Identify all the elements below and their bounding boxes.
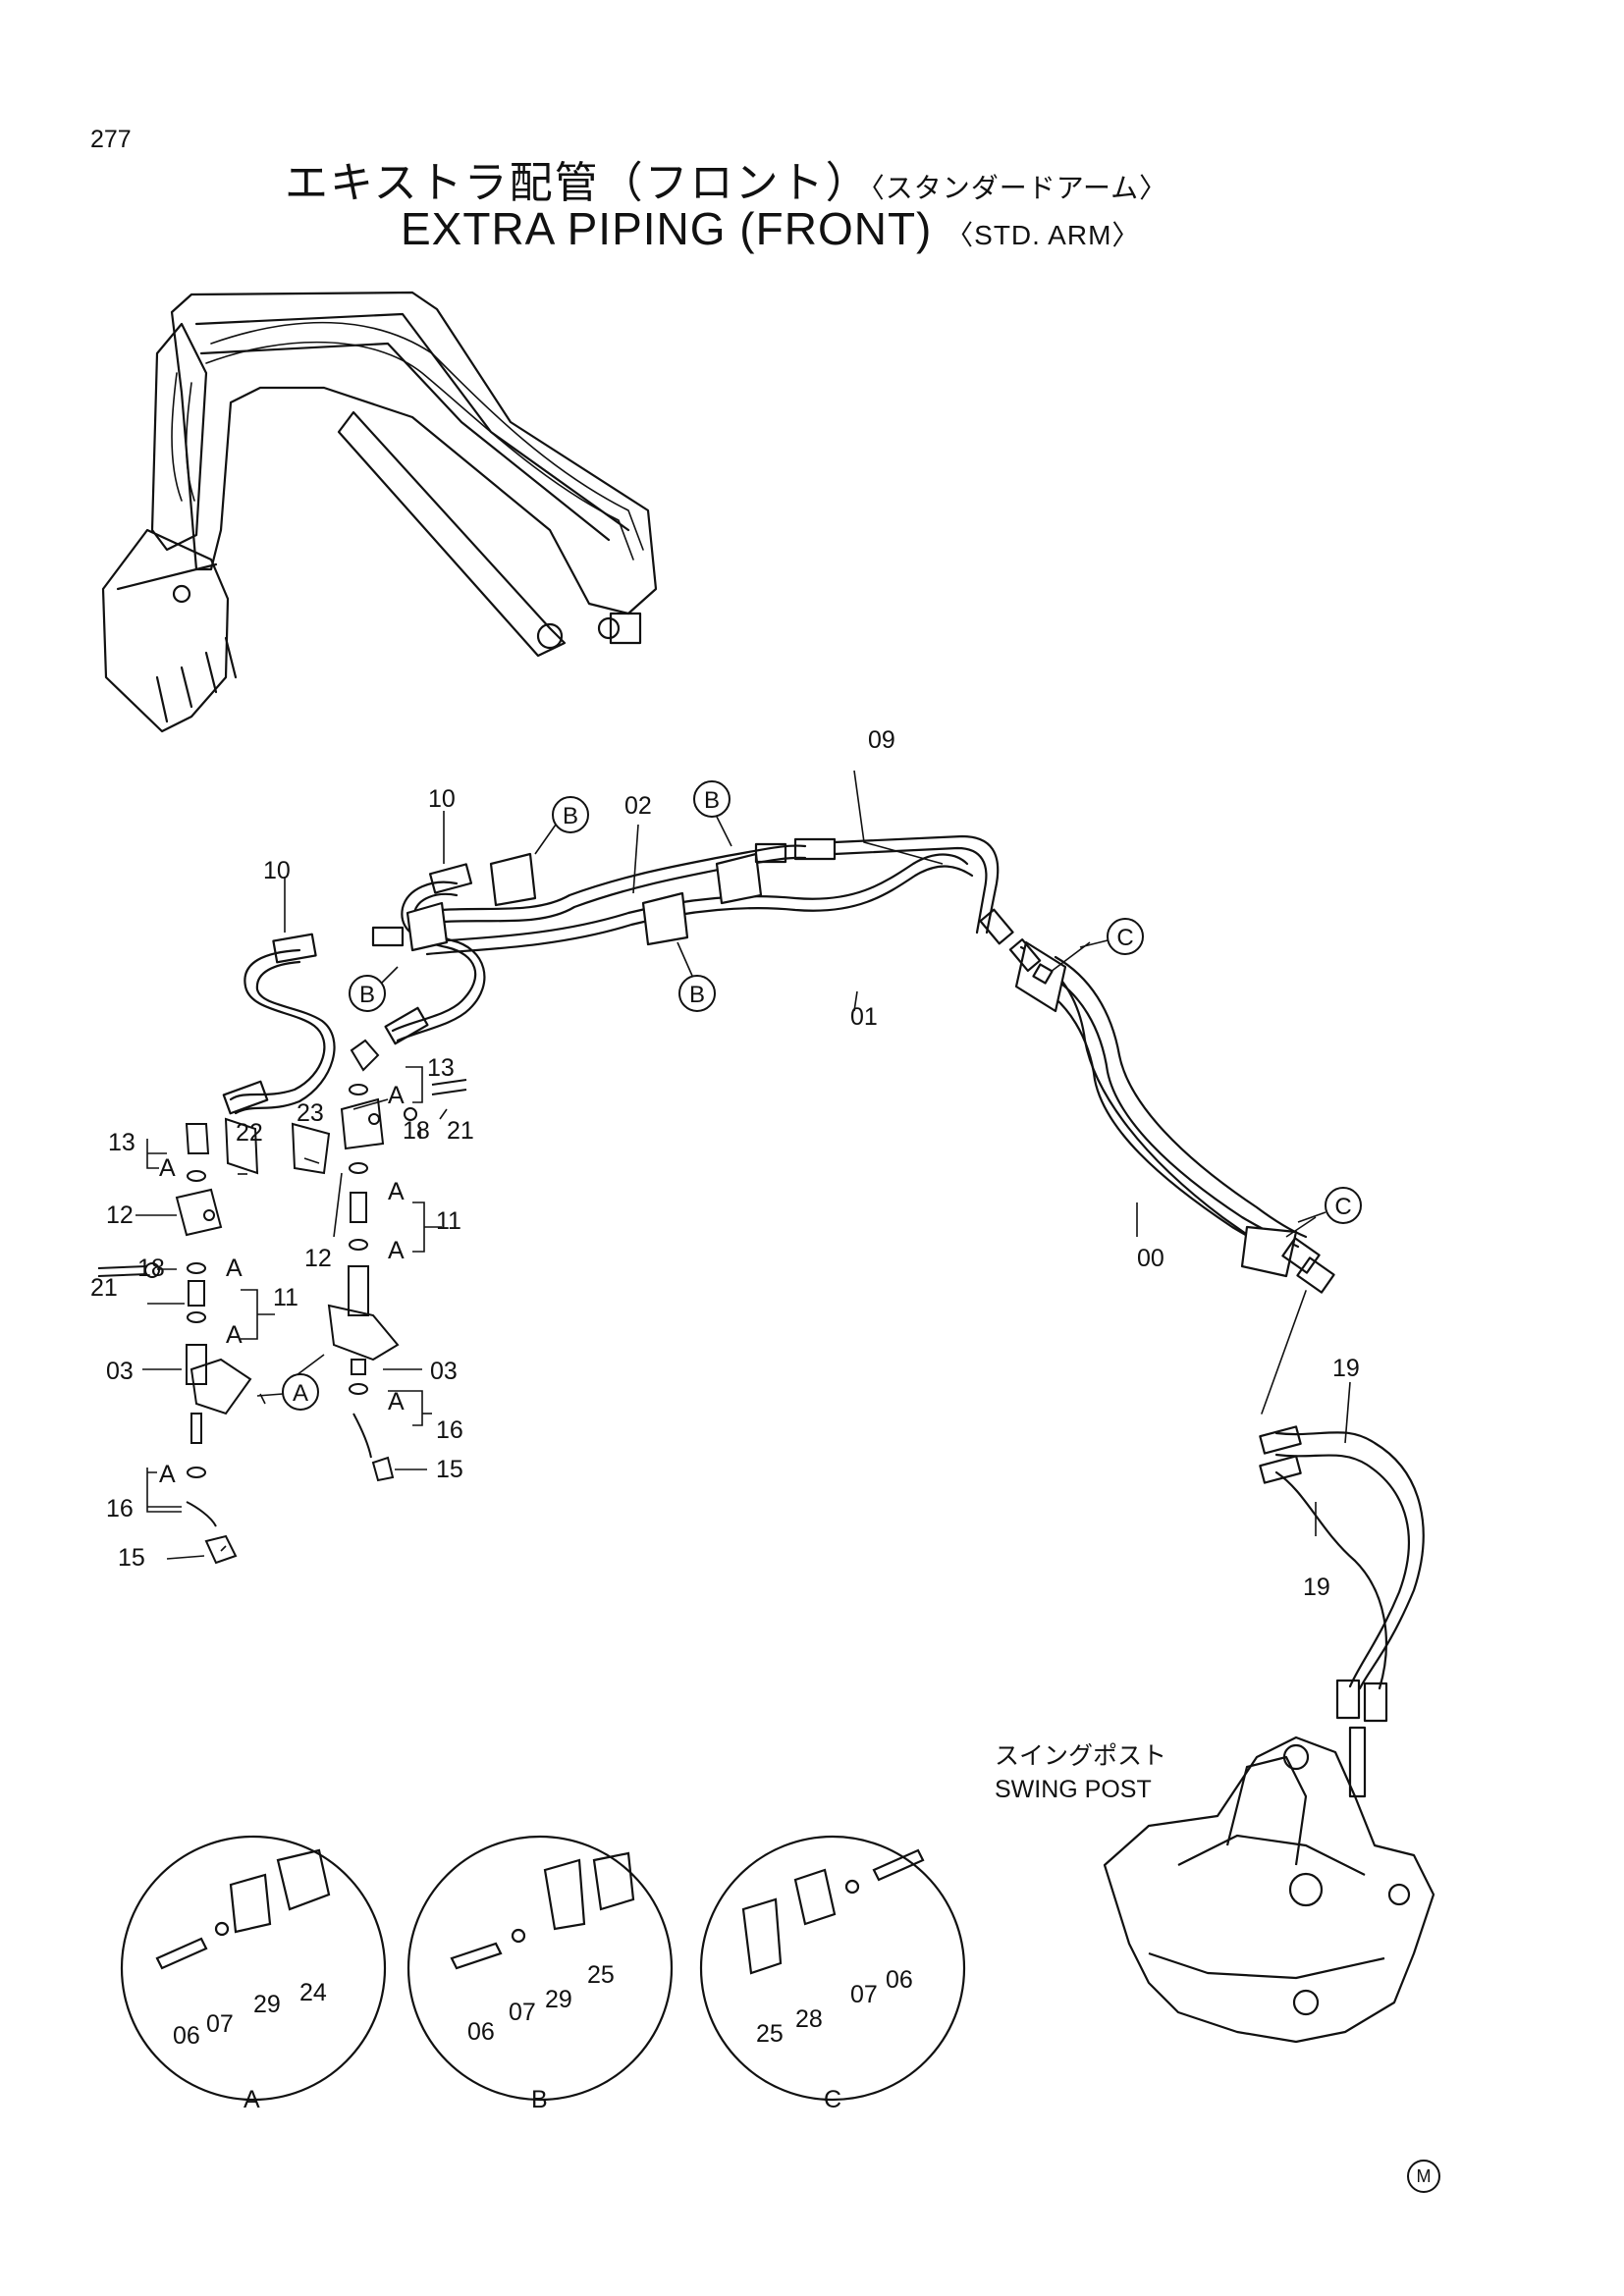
piping-assembly bbox=[222, 834, 1425, 1723]
svg-text:B: B bbox=[563, 803, 578, 829]
label-13-a: 13 bbox=[108, 1129, 135, 1156]
label-16-a: 16 bbox=[106, 1495, 134, 1522]
label-13-b: 13 bbox=[427, 1054, 455, 1082]
excavator-overview-illustration bbox=[101, 291, 658, 733]
label-06-a: 06 bbox=[173, 2022, 200, 2050]
svg-text:C: C bbox=[1334, 1194, 1351, 1220]
label-07-b: 07 bbox=[509, 1999, 536, 2026]
label-03-a: 03 bbox=[106, 1358, 134, 1385]
svg-text:B: B bbox=[704, 787, 720, 814]
svg-text:B: B bbox=[359, 982, 375, 1008]
svg-text:B: B bbox=[689, 982, 705, 1008]
label-24: 24 bbox=[299, 1979, 327, 2006]
ref-marker-a-1: A bbox=[256, 1373, 319, 1411]
reference-markers: B B B B C C A bbox=[256, 780, 1362, 1411]
swing-post-illustration bbox=[1103, 1726, 1435, 2044]
label-21-b: 21 bbox=[447, 1117, 474, 1145]
title-english: EXTRA PIPING (FRONT) 〈STD. ARM〉 bbox=[401, 202, 1140, 255]
ref-marker-b-3: B bbox=[349, 966, 399, 1012]
swing-post-jp: スイングポスト bbox=[995, 1742, 1167, 1770]
label-29-b: 29 bbox=[545, 1986, 572, 2013]
label-02: 02 bbox=[624, 792, 652, 820]
ref-marker-c-1: C bbox=[1079, 918, 1144, 955]
ref-marker-c-2: C bbox=[1297, 1187, 1362, 1224]
label-19-b: 19 bbox=[1303, 1574, 1330, 1601]
label-a-16b: A bbox=[388, 1388, 405, 1415]
detail-label-a: A bbox=[244, 2086, 260, 2113]
label-15-b: 15 bbox=[436, 1456, 463, 1483]
label-12-b: 12 bbox=[304, 1245, 332, 1272]
label-23: 23 bbox=[297, 1099, 324, 1127]
label-21-a: 21 bbox=[90, 1274, 118, 1302]
label-07-c: 07 bbox=[850, 1981, 878, 2008]
label-09: 09 bbox=[868, 726, 895, 754]
label-25-b: 25 bbox=[587, 1961, 615, 1989]
label-a-16a: A bbox=[159, 1461, 176, 1488]
label-00: 00 bbox=[1137, 1245, 1164, 1272]
detail-label-b: B bbox=[531, 2086, 548, 2113]
valve-fittings-left bbox=[97, 1039, 467, 1565]
corner-m-mark: M bbox=[1407, 2160, 1440, 2193]
label-11-a: 11 bbox=[273, 1284, 298, 1311]
label-25-c: 25 bbox=[756, 2020, 784, 2048]
label-a-11a2: A bbox=[226, 1321, 243, 1349]
label-28: 28 bbox=[795, 2005, 823, 2033]
swing-post-en: SWING POST bbox=[995, 1776, 1152, 1803]
label-06-b: 06 bbox=[467, 2018, 495, 2046]
title-jp-sub: 〈スタンダードアーム〉 bbox=[870, 172, 1168, 204]
title-japanese: エキストラ配管（フロント）〈スタンダードアーム〉 bbox=[285, 147, 1167, 210]
label-18-a: 18 bbox=[137, 1255, 165, 1282]
label-16-b: 16 bbox=[436, 1416, 463, 1444]
label-29-a: 29 bbox=[253, 1991, 281, 2018]
swing-post-label: スイングポスト SWING POST bbox=[995, 1739, 1166, 1806]
svg-text:C: C bbox=[1116, 925, 1133, 951]
label-19-a: 19 bbox=[1332, 1355, 1360, 1382]
label-12-a: 12 bbox=[106, 1201, 134, 1229]
detail-circles bbox=[120, 1835, 966, 2102]
ref-marker-b-4: B bbox=[677, 941, 716, 1012]
svg-text:A: A bbox=[293, 1380, 308, 1407]
label-10-a: 10 bbox=[263, 857, 291, 884]
label-03-b: 03 bbox=[430, 1358, 458, 1385]
label-11-b: 11 bbox=[436, 1207, 461, 1235]
ref-marker-b-1: B bbox=[534, 796, 589, 855]
label-01: 01 bbox=[850, 1003, 878, 1031]
title-en-main: EXTRA PIPING (FRONT) bbox=[401, 203, 933, 254]
page-number: 277 bbox=[90, 126, 132, 153]
label-a-11b2: A bbox=[388, 1237, 405, 1264]
label-18-b: 18 bbox=[403, 1117, 430, 1145]
title-en-sub: 〈STD. ARM〉 bbox=[946, 220, 1141, 250]
label-a-13b: A bbox=[388, 1082, 405, 1109]
detail-label-c: C bbox=[824, 2086, 841, 2113]
label-15-a: 15 bbox=[118, 1544, 145, 1572]
label-22: 22 bbox=[236, 1119, 263, 1147]
label-10-b: 10 bbox=[428, 785, 456, 813]
label-06-c: 06 bbox=[886, 1966, 913, 1994]
label-07-a: 07 bbox=[206, 2010, 234, 2038]
label-a-13a: A bbox=[159, 1154, 176, 1182]
label-a-11a1: A bbox=[226, 1255, 243, 1282]
title-jp-main: エキストラ配管（フロント） bbox=[285, 158, 871, 208]
part-number-labels: 10 10 02 09 01 00 19 19 13 A 22 12 21 18… bbox=[90, 726, 1360, 2113]
label-a-11b1: A bbox=[388, 1178, 405, 1205]
ref-marker-b-2: B bbox=[693, 780, 732, 847]
